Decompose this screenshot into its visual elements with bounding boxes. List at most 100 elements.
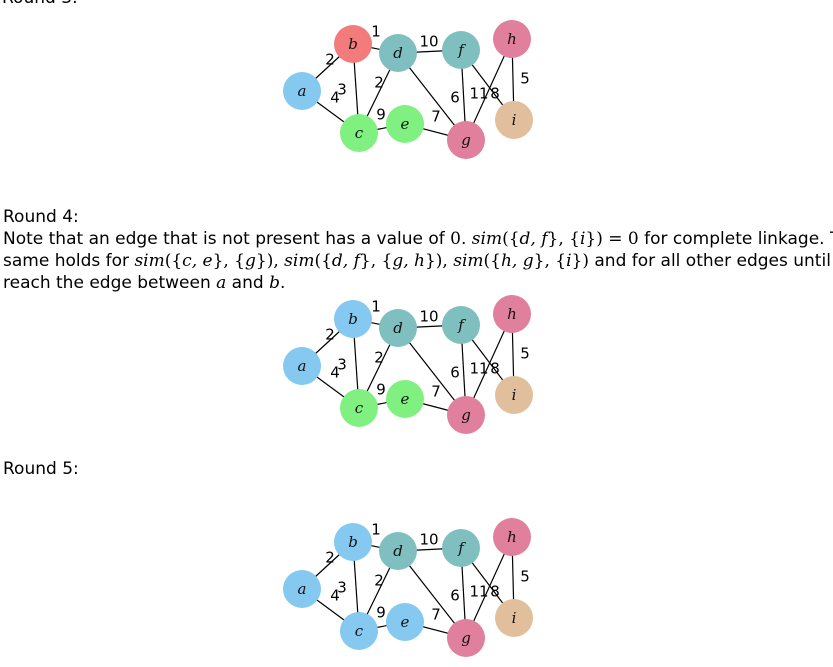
edge-weight-b-c: 3: [337, 81, 347, 99]
node-circle: [379, 309, 417, 347]
node-label-d: d: [393, 319, 403, 337]
edge-weight-a-c: 4: [330, 587, 340, 605]
node-i: i: [495, 599, 533, 637]
edge-weight-f-g: 6: [450, 89, 460, 107]
node-circle: [386, 105, 424, 143]
node-h: h: [493, 295, 531, 333]
node-a: a: [283, 347, 321, 385]
node-label-f: f: [457, 316, 466, 334]
note-fragment: sim: [134, 251, 165, 271]
node-b: b: [334, 300, 372, 338]
note-fragment: for complete linkage. The: [644, 229, 833, 249]
edge-weight-h-g: 8: [490, 583, 500, 601]
note-fragment: i: [566, 251, 572, 271]
node-d: d: [379, 532, 417, 570]
edge-weight-h-i: 5: [520, 568, 530, 586]
edge-weight-d-f: 10: [419, 308, 438, 326]
note-fragment: b: [269, 273, 280, 293]
note-fragment: .: [460, 229, 472, 249]
node-label-b: b: [348, 310, 358, 328]
note-fragment: ({: [314, 251, 332, 271]
edge-weight-d-g: 9: [376, 106, 386, 124]
edge-weight-d-c: 2: [374, 349, 384, 367]
edge-weight-a-c: 4: [330, 89, 340, 107]
round4-label: Round 4:: [3, 207, 79, 227]
edge-weight-h-g: 8: [490, 85, 500, 103]
node-label-c: c: [355, 124, 364, 142]
node-d: d: [379, 34, 417, 72]
node-label-i: i: [512, 111, 517, 129]
note-fragment: }),: [255, 251, 285, 271]
note-fragment: }): [571, 251, 589, 271]
node-circle: [495, 599, 533, 637]
edge-weight-d-c: 2: [374, 74, 384, 92]
node-label-h: h: [507, 30, 517, 48]
node-label-g: g: [461, 406, 471, 424]
node-circle: [283, 347, 321, 385]
node-g: g: [447, 121, 485, 159]
node-e: e: [386, 380, 424, 418]
node-g: g: [447, 396, 485, 434]
node-circle: [283, 570, 321, 608]
edge-weight-b-c: 3: [337, 356, 347, 374]
node-label-f: f: [457, 41, 466, 59]
node-label-h: h: [507, 305, 517, 323]
node-circle: [447, 396, 485, 434]
node-f: f: [442, 306, 480, 344]
node-label-e: e: [401, 390, 410, 408]
node-circle: [495, 376, 533, 414]
note-fragment: }) = 0: [585, 229, 639, 249]
edge-weight-f-g: 6: [450, 364, 460, 382]
edge-weight-a-b: 2: [325, 51, 335, 69]
node-h: h: [493, 518, 531, 556]
note-fragment: sim: [284, 251, 315, 271]
node-circle: [386, 380, 424, 418]
node-circle: [493, 518, 531, 556]
note-fragment: }),: [424, 251, 454, 271]
note-fragment: }, {: [533, 251, 567, 271]
node-circle: [334, 300, 372, 338]
note-fragment: ({: [483, 251, 501, 271]
edge-weight-h-i: 5: [520, 70, 530, 88]
node-e: e: [386, 105, 424, 143]
node-label-f: f: [457, 539, 466, 557]
node-b: b: [334, 25, 372, 63]
round4-note: Round 4: Note that an edge that is not p…: [3, 206, 833, 294]
edge-weight-d-f: 10: [419, 33, 438, 51]
node-h: h: [493, 20, 531, 58]
edge-weight-b-d: 1: [371, 298, 381, 316]
node-f: f: [442, 529, 480, 567]
note-fragment: c, e: [182, 251, 213, 271]
node-label-i: i: [512, 386, 517, 404]
node-circle: [379, 34, 417, 72]
node-circle: [340, 389, 378, 427]
note-fragment: .: [279, 273, 286, 293]
note-fragment: reach the edge between: [3, 273, 217, 293]
note-fragment: a: [216, 273, 227, 293]
node-circle: [447, 619, 485, 657]
node-circle: [442, 31, 480, 69]
node-a: a: [283, 72, 321, 110]
note-fragment: g, h: [392, 251, 425, 271]
node-label-h: h: [507, 528, 517, 546]
round4-note-line-3: reach the edge between a and b.: [3, 272, 828, 294]
node-circle: [493, 20, 531, 58]
note-fragment: 0: [450, 229, 461, 249]
node-circle: [334, 25, 372, 63]
note-fragment: }, {: [212, 251, 246, 271]
edge-weight-f-i: 11: [469, 360, 488, 378]
node-label-i: i: [512, 609, 517, 627]
note-fragment: sim: [471, 229, 503, 249]
note-fragment: }, {: [359, 251, 393, 271]
note-fragment: sim: [453, 251, 484, 271]
round5-label: Round 5:: [3, 459, 79, 479]
node-label-g: g: [461, 131, 471, 149]
node-c: c: [340, 612, 378, 650]
edge-weight-a-c: 4: [330, 364, 340, 382]
node-circle: [386, 603, 424, 641]
note-fragment: and for all other edges until we: [594, 251, 833, 271]
